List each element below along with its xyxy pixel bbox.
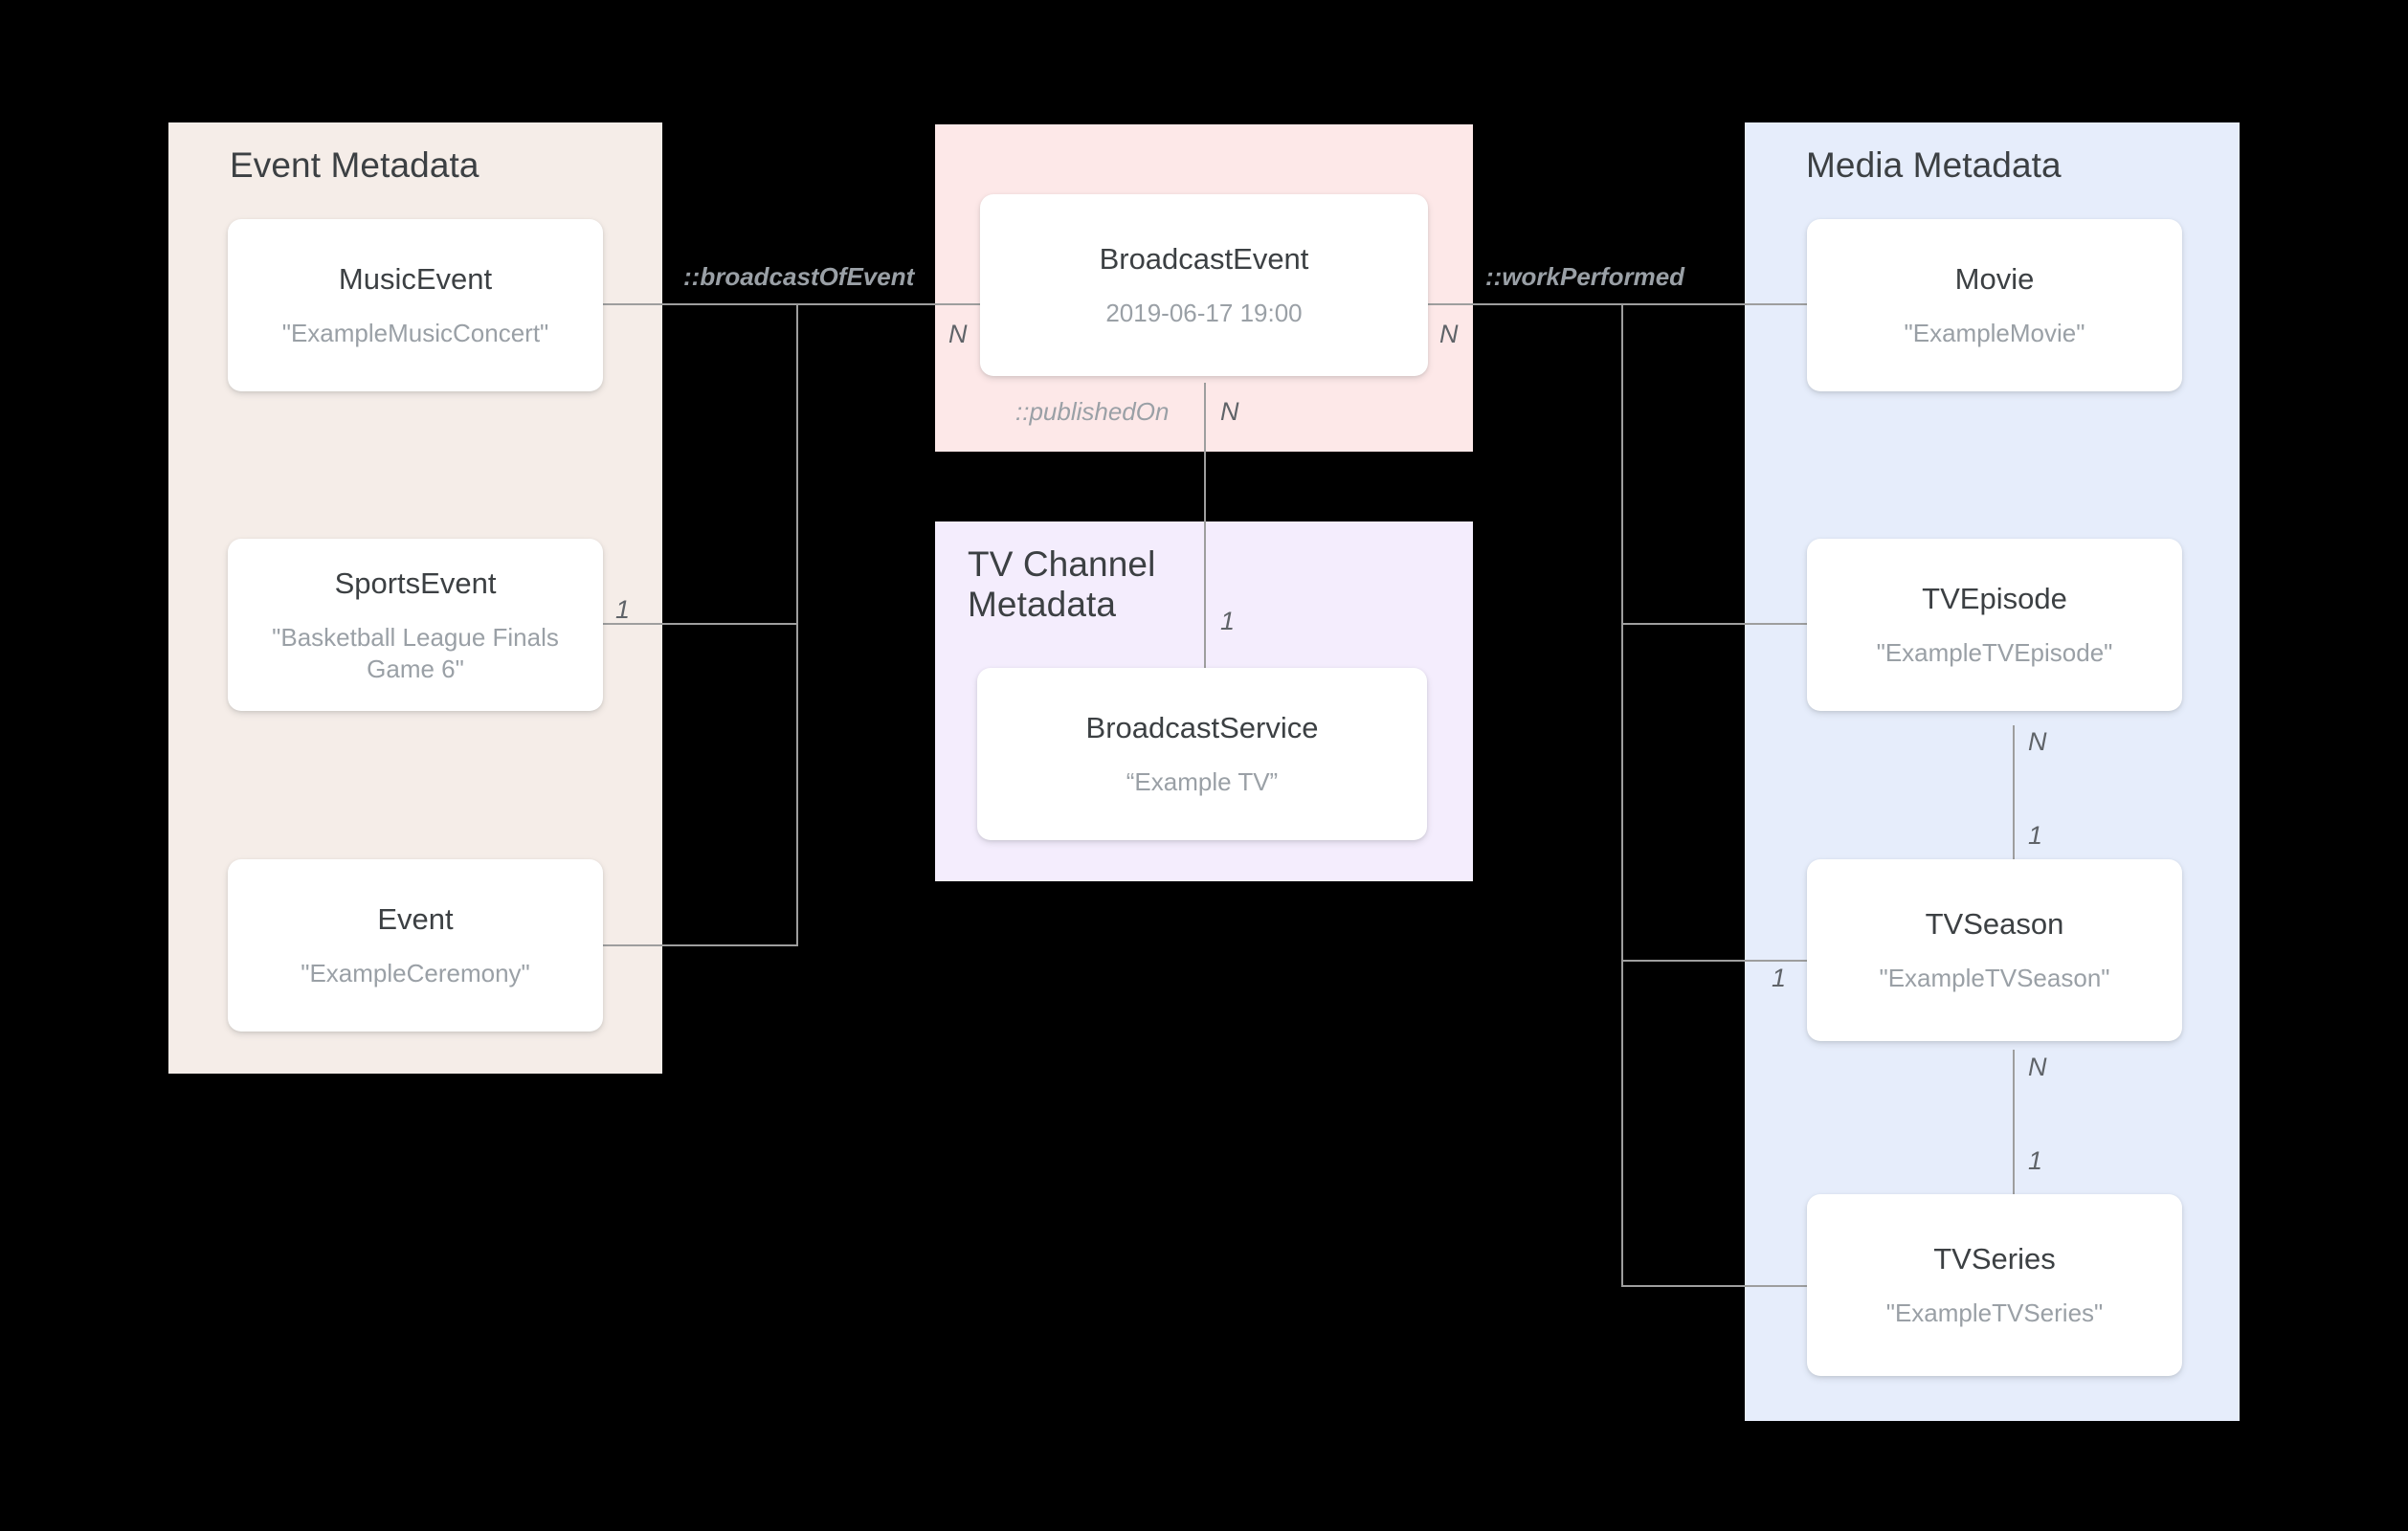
multiplicity-tv-episode-n: N	[2028, 727, 2047, 756]
card-music-event[interactable]: MusicEvent "ExampleMusicConcert"	[228, 219, 603, 391]
edge-tv-episode-to-tv-season	[2013, 725, 2015, 907]
card-tv-series-value: "ExampleTVSeries"	[1885, 1298, 2104, 1328]
card-broadcast-service-title: BroadcastService	[1085, 711, 1319, 745]
card-tv-season-value: "ExampleTVSeason"	[1879, 964, 2110, 993]
multiplicity-tv-season-one-left: 1	[1772, 964, 1787, 992]
edge-tv-season-to-tv-series	[2013, 1050, 2015, 1231]
card-tv-episode[interactable]: TVEpisode "ExampleTVEpisode"	[1807, 539, 2182, 711]
edge-music-event-horizontal	[601, 303, 798, 305]
card-tv-series[interactable]: TVSeries "ExampleTVSeries"	[1807, 1194, 2182, 1376]
multiplicity-broadcast-event-right-n: N	[1439, 320, 1459, 348]
multiplicity-tv-season-n: N	[2028, 1053, 2047, 1081]
edge-event-horizontal	[601, 944, 798, 946]
multiplicity-broadcast-service-one: 1	[1220, 607, 1236, 635]
edge-media-bus-to-tv-series	[1621, 1285, 1809, 1287]
card-tv-series-title: TVSeries	[1933, 1242, 2056, 1276]
multiplicity-broadcast-event-left-n: N	[948, 320, 968, 348]
card-event[interactable]: Event "ExampleCeremony"	[228, 859, 603, 1032]
card-tv-season-title: TVSeason	[1925, 907, 2064, 942]
card-broadcast-event[interactable]: BroadcastEvent 2019-06-17 19:00	[980, 194, 1428, 376]
relation-label-work-performed: ::workPerformed	[1485, 262, 1685, 291]
multiplicity-broadcast-event-bottom-n: N	[1220, 397, 1239, 426]
panel-title-tv-channel-metadata: TV Channel Metadata	[968, 544, 1156, 625]
edge-published-on-vertical	[1204, 383, 1206, 670]
relation-label-published-on: ::publishedOn	[1015, 397, 1170, 426]
card-tv-season[interactable]: TVSeason "ExampleTVSeason"	[1807, 859, 2182, 1041]
edge-media-bus-to-movie	[1621, 303, 1809, 305]
edge-broadcast-event-to-media-bus	[1426, 303, 1623, 305]
multiplicity-sports-event-one: 1	[615, 595, 631, 624]
panel-title-media-metadata: Media Metadata	[1806, 145, 2062, 185]
card-event-title: Event	[377, 902, 454, 937]
edge-sports-event-horizontal	[601, 623, 798, 625]
multiplicity-tv-series-one: 1	[2028, 1146, 2043, 1175]
card-tv-episode-title: TVEpisode	[1922, 582, 2067, 616]
card-sports-event[interactable]: SportsEvent "Basketball League Finals Ga…	[228, 539, 603, 711]
card-sports-event-value: "Basketball League Finals Game 6"	[272, 623, 559, 683]
card-music-event-title: MusicEvent	[338, 262, 493, 297]
edge-media-bus-to-tv-episode	[1621, 623, 1809, 625]
card-sports-event-title: SportsEvent	[334, 566, 497, 600]
multiplicity-tv-season-one-top: 1	[2028, 821, 2043, 850]
panel-title-event-metadata: Event Metadata	[230, 145, 479, 185]
edge-media-bus-to-tv-season	[1621, 960, 1809, 962]
edge-event-bus-vertical	[796, 303, 798, 946]
card-tv-episode-value: "ExampleTVEpisode"	[1876, 638, 2113, 668]
card-movie[interactable]: Movie "ExampleMovie"	[1807, 219, 2182, 391]
card-event-value: "ExampleCeremony"	[301, 959, 530, 988]
card-broadcast-event-title: BroadcastEvent	[1099, 242, 1309, 277]
edge-bus-to-broadcast-event	[796, 303, 990, 305]
relation-label-broadcast-of-event: ::broadcastOfEvent	[683, 262, 915, 291]
card-broadcast-event-value: 2019-06-17 19:00	[1105, 299, 1303, 328]
card-broadcast-service[interactable]: BroadcastService “Example TV”	[977, 668, 1427, 840]
card-music-event-value: "ExampleMusicConcert"	[281, 319, 549, 348]
card-broadcast-service-value: “Example TV”	[1126, 767, 1279, 797]
card-movie-value: "ExampleMovie"	[1904, 319, 2085, 348]
edge-media-bus-vertical	[1621, 303, 1623, 1287]
card-movie-title: Movie	[1954, 262, 2035, 297]
